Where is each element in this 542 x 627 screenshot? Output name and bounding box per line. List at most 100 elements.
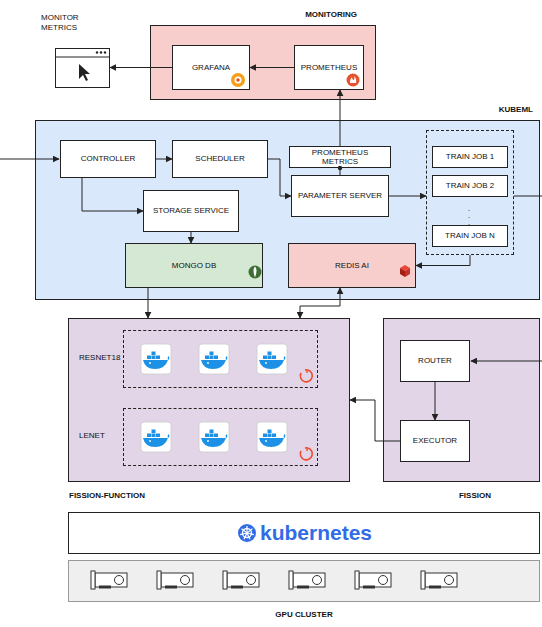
docker-box xyxy=(214,434,218,438)
heading-label: RESNET18 xyxy=(79,353,120,362)
docker-box xyxy=(152,430,156,434)
grafana-icon xyxy=(231,73,245,87)
box-label: CONTROLLER xyxy=(78,154,139,163)
docker-eye xyxy=(265,440,267,442)
process-box: STORAGE SERVICE xyxy=(143,190,239,232)
docker-box xyxy=(210,434,214,438)
input-arrow xyxy=(471,361,542,362)
heading-label: FISSION-FUNCTION xyxy=(69,491,145,500)
process-box: SCHEDULER xyxy=(172,140,268,178)
docker-eye xyxy=(207,440,209,442)
gpu-card xyxy=(161,573,193,587)
box-label: SCHEDULER xyxy=(192,154,247,163)
pytorch-icon xyxy=(300,370,312,382)
heading-label: kubernetes xyxy=(260,521,372,545)
docker-box xyxy=(272,434,276,438)
docker-box xyxy=(147,434,151,438)
gpu-pins xyxy=(231,586,243,589)
box-label: TRAIN JOB N xyxy=(442,231,498,240)
helm-spoke xyxy=(241,529,246,533)
docker-box xyxy=(268,356,272,360)
docker-eye xyxy=(207,362,209,364)
container-tile xyxy=(141,344,171,374)
docker-box xyxy=(210,356,214,360)
gpu-pins xyxy=(429,586,441,589)
box-label: GRAFANA xyxy=(189,63,233,72)
docker-box xyxy=(268,352,272,356)
connector xyxy=(250,67,294,68)
gpu-fan xyxy=(181,576,190,585)
docker-eye xyxy=(265,362,267,364)
prometheus-icon xyxy=(347,74,360,87)
docker-whale xyxy=(259,356,285,369)
docker-whale xyxy=(259,434,285,447)
box-label: PARAMETER SERVER xyxy=(295,191,385,200)
kubernetes-logo xyxy=(238,524,256,542)
docker-whale xyxy=(143,434,169,447)
docker-box xyxy=(205,434,209,438)
gpu-bracket xyxy=(157,571,161,589)
helm-spoke xyxy=(247,533,250,539)
group-panel: kubernetes xyxy=(68,512,540,554)
gpu-bracket xyxy=(223,571,227,589)
docker-box xyxy=(152,434,156,438)
gpu-pins xyxy=(297,586,309,589)
docker-whale xyxy=(143,356,169,369)
gpu-fan xyxy=(247,576,256,585)
box-label: ROUTER xyxy=(415,356,455,365)
process-box: TRAIN JOB 1 xyxy=(432,146,508,168)
docker-whale xyxy=(201,356,227,369)
group-panel: FISSION-FUNCTIONRESNET18LENET xyxy=(68,318,350,482)
connector xyxy=(110,67,172,68)
box-label: TRAIN JOB 1 xyxy=(443,152,497,161)
connector xyxy=(268,159,291,196)
gpu-pins xyxy=(363,586,375,589)
connector xyxy=(156,159,172,160)
process-box: TRAIN JOB 2 xyxy=(432,175,508,197)
heading-label: LENET xyxy=(79,431,105,440)
group-panel: MONITORINGGRAFANAPROMETHEUS xyxy=(150,25,376,100)
pytorch-icon xyxy=(300,448,312,460)
docker-box xyxy=(210,430,214,434)
docker-box xyxy=(268,430,272,434)
window-icon xyxy=(56,51,109,81)
box-label: TRAIN JOB 2 xyxy=(443,181,497,190)
heading-label: MONITOR METRICS xyxy=(41,13,91,34)
box-label: PROMETHEUS METRICS xyxy=(290,148,390,166)
docker-eye xyxy=(149,362,151,364)
docker-box xyxy=(210,352,214,356)
gpu-card xyxy=(227,573,259,587)
heading-label: GPU CLUSTER xyxy=(69,610,539,619)
heading-label: KUBEML xyxy=(499,105,533,114)
connector xyxy=(148,288,149,318)
docker-box xyxy=(156,434,160,438)
group-panel: KUBEMLCONTROLLERSCHEDULERPROMETHEUS METR… xyxy=(35,120,540,300)
gpu-fan xyxy=(115,576,124,585)
gpu-pins xyxy=(99,586,111,589)
heading-label: FISSION xyxy=(459,491,491,500)
docker-box xyxy=(263,356,267,360)
container-icons xyxy=(141,344,312,460)
gpu-fan xyxy=(379,576,388,585)
docker-box xyxy=(147,356,151,360)
connector xyxy=(340,90,341,146)
box-label: PROMETHEUS xyxy=(298,63,360,72)
output-line xyxy=(514,196,542,197)
helm-spoke xyxy=(247,529,252,533)
process-box: TRAIN JOB N xyxy=(432,225,508,247)
pytorch-dot xyxy=(306,449,308,451)
box-label: STORAGE SERVICE xyxy=(150,206,232,215)
gpu-bracket xyxy=(289,571,293,589)
container-tile xyxy=(257,344,287,374)
box-label: REDIS AI xyxy=(332,261,372,270)
container-tile xyxy=(199,422,229,452)
container-tile xyxy=(141,422,171,452)
docker-box xyxy=(268,434,272,438)
process-box: MONGO DB xyxy=(125,243,263,288)
redis-icon xyxy=(400,265,410,277)
helm-spoke xyxy=(240,533,247,535)
box-label: EXECUTOR xyxy=(410,436,460,445)
docker-box xyxy=(156,356,160,360)
connector xyxy=(416,255,470,266)
